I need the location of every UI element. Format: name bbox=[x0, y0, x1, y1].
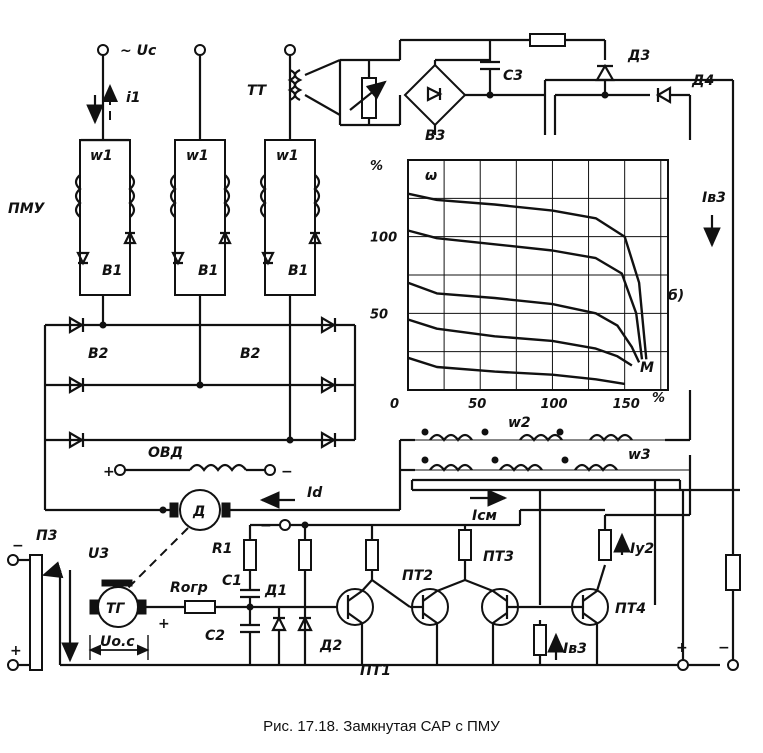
control-windings bbox=[398, 428, 740, 605]
current-iv3-label: Iв3 bbox=[702, 190, 726, 206]
chart-grid bbox=[407, 159, 669, 391]
potentiometer-label: П3 bbox=[36, 528, 57, 544]
winding-w1-label-2: w1 bbox=[186, 148, 209, 164]
minus-terminal-right: − bbox=[718, 640, 730, 656]
capacitor-c2-label: С2 bbox=[205, 628, 225, 644]
chart-series-line-1 bbox=[407, 192, 648, 360]
supply-terminals bbox=[97, 44, 296, 140]
speed-torque-chart: % % ω M б) 0 50 100 150 50 100 bbox=[370, 159, 684, 412]
minus-terminal-left: − bbox=[12, 538, 24, 554]
diode-d2-label: Д2 bbox=[319, 638, 342, 654]
transistor-pt2-label: ПТ2 bbox=[402, 568, 433, 584]
transistor-pt3 bbox=[464, 578, 540, 665]
capacitor-c1-label: С1 bbox=[222, 573, 242, 589]
motor-label: Д bbox=[192, 504, 205, 520]
field-plus: + bbox=[103, 464, 115, 480]
current-iu2-label: Iу2 bbox=[630, 541, 654, 557]
chart-x-tick-150: 150 bbox=[613, 397, 640, 412]
field-winding-label: ОВД bbox=[148, 445, 183, 461]
diode-d3-label: Д3 bbox=[627, 48, 650, 64]
current-i1-label: i1 bbox=[126, 90, 141, 106]
setpoint-potentiometer bbox=[7, 554, 79, 671]
voltage-u3-label: U3 bbox=[88, 546, 109, 562]
input-network bbox=[184, 519, 520, 665]
transistor-pt4-label: ПТ4 bbox=[615, 601, 646, 617]
chart-x-tick-50: 50 bbox=[468, 397, 486, 412]
resistor-r1-label: R1 bbox=[212, 541, 233, 557]
transistor-pt4 bbox=[533, 515, 612, 665]
rectifier-bridge-v2 bbox=[43, 316, 357, 510]
chart-series-line-2 bbox=[407, 229, 644, 360]
diode-d4-label: Д4 bbox=[691, 73, 714, 89]
winding-w1-label-1: w1 bbox=[90, 148, 113, 164]
winding-w1-label-3: w1 bbox=[276, 148, 299, 164]
field-winding bbox=[114, 463, 276, 476]
plus-terminal-left: + bbox=[10, 643, 22, 659]
resistor-rogr-label: Rогр bbox=[170, 580, 208, 596]
current-feedback-network bbox=[287, 33, 733, 442]
supply-label: ~ Uc bbox=[120, 43, 157, 59]
field-minus: − bbox=[281, 464, 293, 480]
chart-x-tick-0: 0 bbox=[390, 397, 399, 412]
chart-y-variable: ω bbox=[425, 168, 437, 184]
tachogenerator bbox=[60, 579, 720, 667]
amplifier-label: ПМУ bbox=[8, 201, 46, 217]
current-iv3-low-label: Iв3 bbox=[563, 641, 587, 657]
diode-d1-label: Д1 bbox=[264, 583, 287, 599]
rectifier-v1-label-2: В1 bbox=[198, 263, 218, 279]
chart-series-line-4 bbox=[407, 318, 633, 367]
transistor-pt2 bbox=[371, 525, 472, 665]
rectifier-v1-label-1: В1 bbox=[102, 263, 122, 279]
current-arrow-i1 bbox=[86, 84, 118, 125]
winding-w3-label: w3 bbox=[628, 447, 651, 463]
current-icm-label: Iсм bbox=[472, 508, 497, 524]
rectifier-v2-label-1: В2 bbox=[88, 346, 108, 362]
winding-w2-label: w2 bbox=[508, 415, 531, 431]
capacitor-c3-label: С3 bbox=[503, 68, 523, 84]
chart-x-unit: % bbox=[652, 391, 665, 406]
chart-series bbox=[407, 192, 648, 386]
plus-terminal-right: + bbox=[676, 640, 688, 656]
chart-x-tick-100: 100 bbox=[540, 397, 567, 412]
current-transformer-label: ТТ bbox=[247, 83, 268, 99]
current-id-label: Id bbox=[307, 485, 323, 501]
motor bbox=[45, 489, 400, 531]
amplifier-phase-3 bbox=[259, 139, 322, 440]
chart-series-line-5 bbox=[407, 356, 625, 386]
chart-panel-label: б) bbox=[668, 288, 684, 304]
chart-y-tick-50: 50 bbox=[370, 307, 388, 322]
rectifier-v2-label-2: В2 bbox=[240, 346, 260, 362]
transistor-pt1 bbox=[336, 525, 379, 665]
output-terminals bbox=[677, 80, 741, 671]
chart-y-unit: % bbox=[370, 159, 383, 174]
chart-x-variable: M bbox=[640, 360, 654, 376]
amplifier-phase-2 bbox=[169, 139, 232, 385]
rectifier-v3-label: В3 bbox=[425, 128, 445, 144]
figure-caption: Рис. 17.18. Замкнутая САР с ПМУ bbox=[263, 718, 500, 735]
tachogenerator-label: ТГ bbox=[106, 601, 126, 617]
transistor-pt1-label: ПТ1 bbox=[360, 663, 391, 679]
rectifier-v1-label-3: В1 bbox=[288, 263, 308, 279]
transistor-pt3-label: ПТ3 bbox=[483, 549, 514, 565]
voltage-uoc-label: Uо.с bbox=[100, 634, 135, 650]
minus-input: − bbox=[260, 518, 272, 534]
tacho-plus: + bbox=[158, 616, 170, 632]
chart-y-tick-100: 100 bbox=[370, 231, 397, 246]
amplifier-phase-1 bbox=[74, 138, 137, 325]
chart-series-line-3 bbox=[407, 281, 641, 363]
